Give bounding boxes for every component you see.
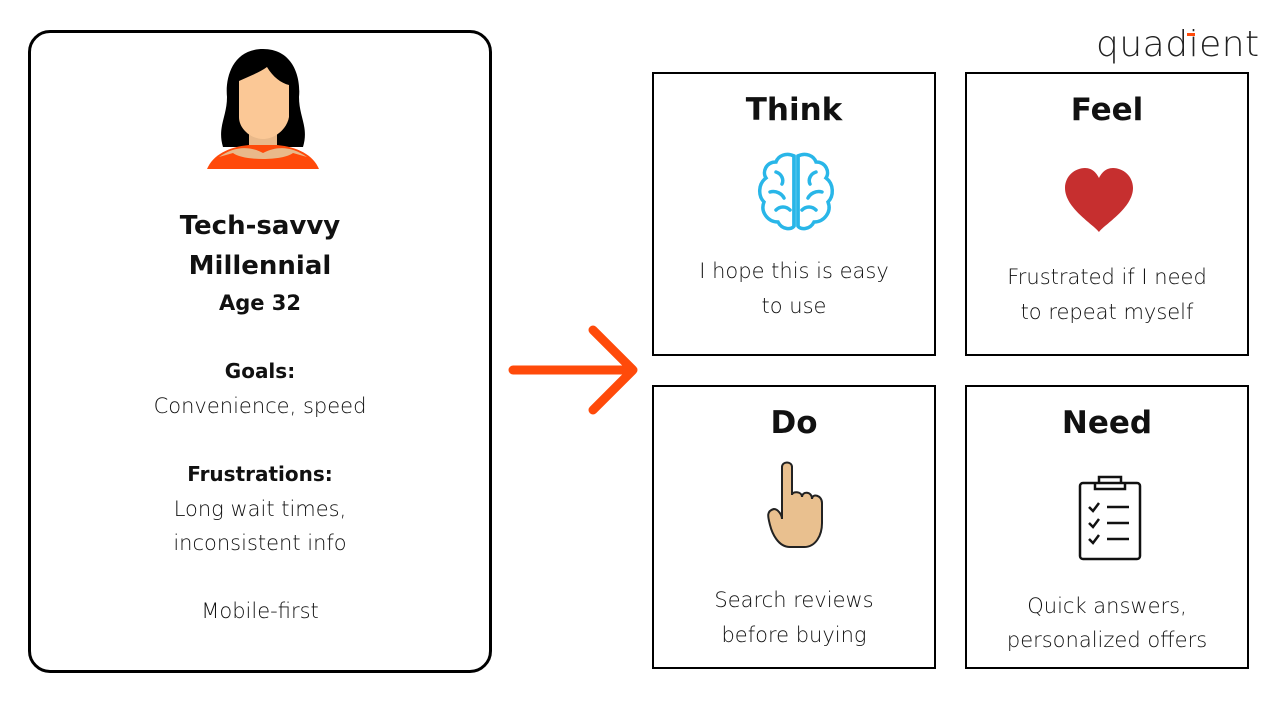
- woman-avatar-icon: [207, 49, 319, 169]
- goals-text: Convenience, speed: [153, 394, 367, 418]
- do-text-line2: before buying: [721, 623, 867, 647]
- think-title: Think: [745, 92, 843, 128]
- heart-icon: [1065, 168, 1133, 232]
- need-title: Need: [1061, 405, 1153, 441]
- feel-quadrant: Feel Frustrated if I need to repeat myse…: [965, 72, 1249, 356]
- pointing-hand-icon: [767, 461, 823, 548]
- persona-age: Age 32: [218, 291, 302, 315]
- persona-card: Tech-savvy Millennial Age 32 Goals: Conv…: [28, 30, 492, 673]
- feel-text-line2: to repeat myself: [1020, 300, 1194, 324]
- think-quadrant: Think I hope this is easy to use: [652, 72, 936, 356]
- think-text-line1: I hope this is easy: [699, 259, 889, 283]
- think-text-line2: to use: [761, 294, 827, 318]
- goals-label: Goals:: [224, 359, 296, 383]
- frustrations-line2: inconsistent info: [173, 531, 347, 555]
- frustrations-label: Frustrations:: [187, 462, 333, 486]
- need-text-line1: Quick answers,: [1027, 594, 1187, 618]
- frustrations-line1: Long wait times,: [173, 497, 347, 521]
- quadient-logo: quadient: [1096, 24, 1260, 65]
- checklist-clipboard-icon: [1078, 475, 1142, 561]
- do-title: Do: [770, 405, 818, 441]
- do-quadrant: Do Search reviews before buying: [652, 385, 936, 669]
- do-text-line1: Search reviews: [714, 588, 874, 612]
- logo-accent-mark: [1187, 33, 1195, 36]
- arrow-right-icon: [508, 325, 638, 415]
- persona-note: Mobile-first: [201, 599, 319, 623]
- persona-name-line2: Millennial: [188, 251, 332, 281]
- persona-name-line1: Tech-savvy: [179, 211, 341, 241]
- need-text-line2: personalized offers: [1006, 628, 1208, 652]
- need-quadrant: Need Quick answers, personalized offers: [965, 385, 1249, 669]
- feel-text-line1: Frustrated if I need: [1007, 265, 1207, 289]
- brain-icon: [758, 152, 834, 231]
- feel-title: Feel: [1070, 92, 1144, 128]
